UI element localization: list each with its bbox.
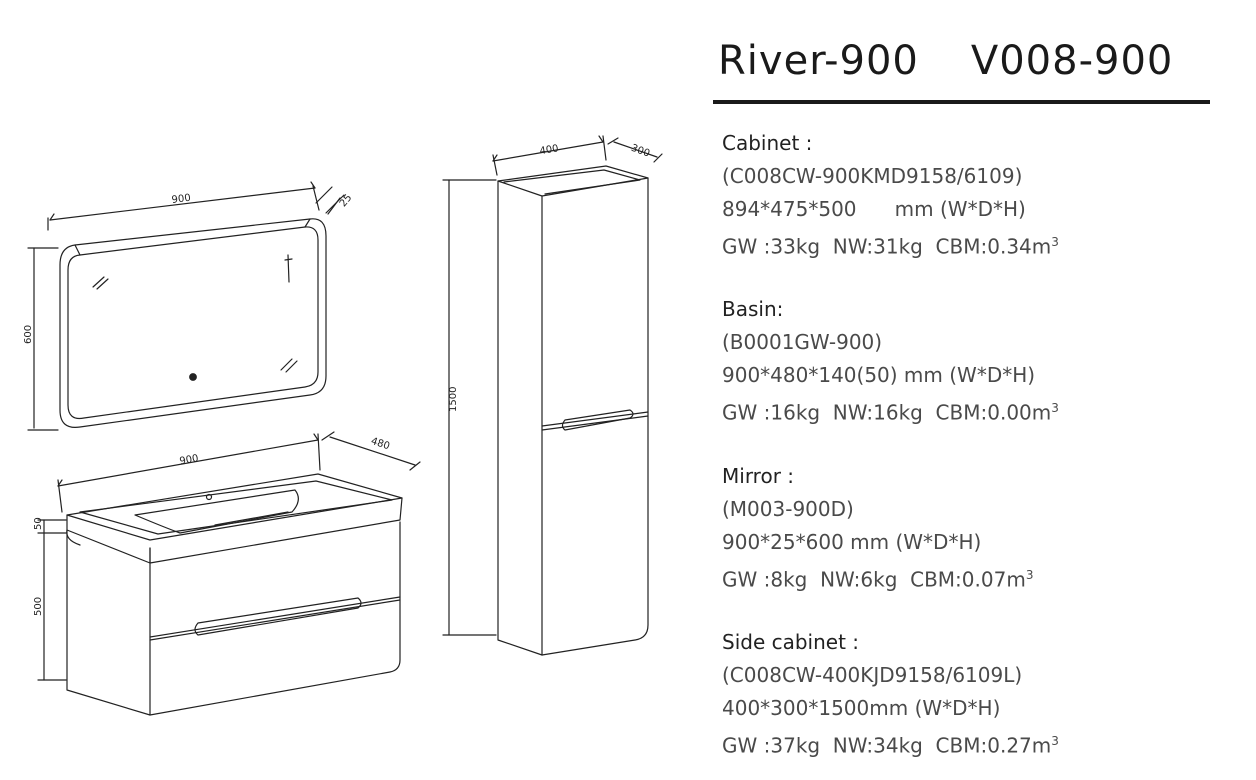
spec-heading: Side cabinet : xyxy=(722,630,860,654)
model-name: River-900 xyxy=(718,38,919,84)
spec-weights: GW :16kg NW:16kg CBM:0.00m3 xyxy=(722,392,1222,425)
mirror-drawing xyxy=(27,181,345,431)
vanity-drawing xyxy=(37,431,421,716)
spec-basin: Basin: (B0001GW-900) 900*480*140(50) mm … xyxy=(722,293,1222,425)
unit-exponent: 3 xyxy=(1051,734,1059,748)
spec-weights-text: GW :37kg NW:34kg CBM:0.27m xyxy=(722,733,1052,758)
spec-weights-text: GW :16kg NW:16kg CBM:0.00m xyxy=(722,400,1052,425)
cabinet-height-label: 500 xyxy=(33,597,44,616)
header-divider xyxy=(713,100,1210,104)
unit-exponent: 3 xyxy=(1025,568,1034,582)
spec-weights: GW :33kg NW:31kg CBM:0.34m3 xyxy=(722,226,1222,259)
spec-dimensions: 894*475*500 mm (W*D*H) xyxy=(722,197,1026,221)
basin-height-label: 50 xyxy=(33,517,44,530)
spec-weights: GW :37kg NW:34kg CBM:0.27m3 xyxy=(722,725,1222,758)
mirror-height-label: 600 xyxy=(23,325,34,344)
spec-dimensions: 900*25*600 mm (W*D*H) xyxy=(722,530,982,554)
mirror-depth-label: 25 xyxy=(338,192,355,209)
mirror-width-label: 900 xyxy=(171,193,191,206)
cabinet-width-label: 900 xyxy=(179,453,200,467)
spec-heading: Basin: xyxy=(722,297,784,321)
spec-cabinet: Cabinet : (C008CW-900KMD9158/6109) 894*4… xyxy=(722,127,1222,259)
spec-dimensions: 900*480*140(50) mm (W*D*H) xyxy=(722,363,1036,387)
product-header: River-900 V008-900 xyxy=(718,38,1173,84)
spec-code: (B0001GW-900) xyxy=(722,330,883,354)
side-cabinet-height-label: 1500 xyxy=(448,387,459,412)
spec-heading: Mirror : xyxy=(722,464,795,488)
side-cabinet-depth-label: 300 xyxy=(629,143,651,160)
model-code: V008-900 xyxy=(970,38,1174,84)
spec-weights-text: GW :8kg NW:6kg CBM:0.07m xyxy=(722,567,1026,592)
spec-weights-text: GW :33kg NW:31kg CBM:0.34m xyxy=(722,234,1052,259)
cabinet-depth-label: 480 xyxy=(369,436,391,452)
side-cabinet-width-label: 400 xyxy=(539,143,560,157)
spec-side-cabinet: Side cabinet : (C008CW-400KJD9158/6109L)… xyxy=(722,626,1222,758)
spec-heading: Cabinet : xyxy=(722,131,813,155)
spec-code: (M003-900D) xyxy=(722,497,854,521)
spec-dimensions: 400*300*1500mm (W*D*H) xyxy=(722,696,1001,720)
side-cabinet-drawing xyxy=(442,135,663,656)
unit-exponent: 3 xyxy=(1051,401,1059,415)
spec-mirror: Mirror : (M003-900D) 900*25*600 mm (W*D*… xyxy=(722,460,1222,592)
spec-code: (C008CW-400KJD9158/6109L) xyxy=(722,663,1023,687)
spec-weights: GW :8kg NW:6kg CBM:0.07m3 xyxy=(722,559,1222,592)
technical-drawing: 900 25 600 900 480 50 500 400 300 1500 xyxy=(23,135,663,716)
spec-code: (C008CW-900KMD9158/6109) xyxy=(722,164,1023,188)
unit-exponent: 3 xyxy=(1051,235,1059,249)
